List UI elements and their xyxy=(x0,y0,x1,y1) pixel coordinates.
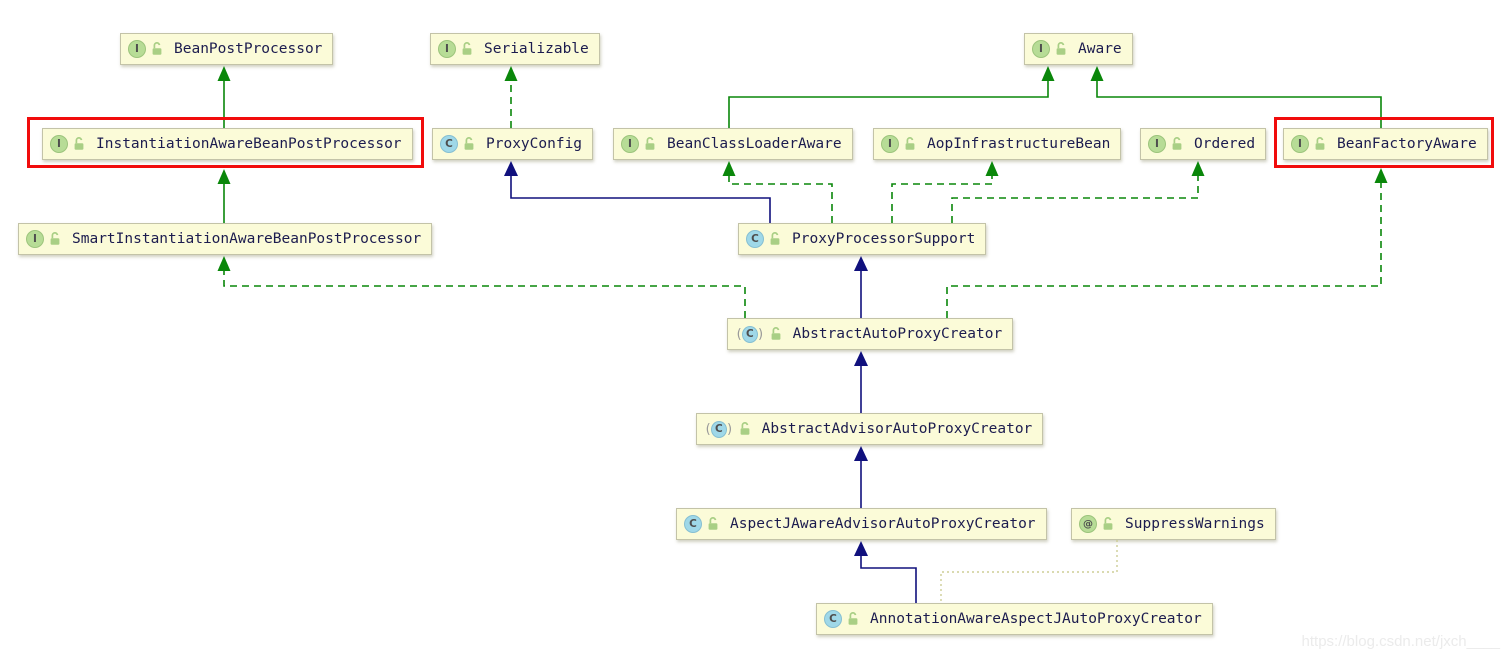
class-name-label: BeanFactoryAware xyxy=(1337,136,1477,152)
class-node-smart-instantiation-aware-bean-post-processor[interactable]: I SmartInstantiationAwareBeanPostProcess… xyxy=(18,223,433,255)
class-node-serializable[interactable]: I Serializable xyxy=(430,33,600,65)
class-node-bean-post-processor[interactable]: I BeanPostProcessor xyxy=(120,33,334,65)
class-node-abstract-advisor-auto-proxy-creator[interactable]: C AbstractAdvisorAutoProxyCreator xyxy=(696,413,1044,445)
class-name-label: AbstractAdvisorAutoProxyCreator xyxy=(761,421,1033,437)
class-node-proxy-config[interactable]: C ProxyConfig xyxy=(432,128,594,160)
interface-icon: I xyxy=(1148,135,1166,153)
class-name-label: AbstractAutoProxyCreator xyxy=(792,326,1003,342)
class-node-annotation-aware-aspectj-auto-proxy-creator[interactable]: C AnnotationAwareAspectJAutoProxyCreator xyxy=(816,603,1213,635)
visibility-lock-icon xyxy=(151,42,163,56)
class-name-label: ProxyProcessorSupport xyxy=(792,231,976,247)
class-name-label: Ordered xyxy=(1194,136,1256,152)
visibility-lock-icon xyxy=(463,137,475,151)
annotation-node-suppress-warnings[interactable]: @ SuppressWarnings xyxy=(1071,508,1276,540)
visibility-lock-icon xyxy=(644,137,656,151)
visibility-lock-icon xyxy=(1171,137,1183,151)
interface-icon: I xyxy=(438,40,456,58)
visibility-lock-icon xyxy=(1314,137,1326,151)
class-icon: C xyxy=(824,610,842,628)
class-node-bean-class-loader-aware[interactable]: I BeanClassLoaderAware xyxy=(613,128,853,160)
class-icon: C xyxy=(746,230,764,248)
visibility-lock-icon xyxy=(904,137,916,151)
interface-icon: I xyxy=(50,135,68,153)
class-name-label: InstantiationAwareBeanPostProcessor xyxy=(96,136,402,152)
class-name-label: AnnotationAwareAspectJAutoProxyCreator xyxy=(870,611,1202,627)
visibility-lock-icon xyxy=(707,517,719,531)
class-node-bean-factory-aware[interactable]: I BeanFactoryAware xyxy=(1283,128,1488,160)
class-name-label: AopInfrastructureBean xyxy=(927,136,1111,152)
visibility-lock-icon xyxy=(73,137,85,151)
class-node-aspectj-aware-advisor-auto-proxy-creator[interactable]: C AspectJAwareAdvisorAutoProxyCreator xyxy=(676,508,1047,540)
visibility-lock-icon xyxy=(770,327,782,341)
visibility-lock-icon xyxy=(847,612,859,626)
class-node-ordered[interactable]: I Ordered xyxy=(1140,128,1267,160)
visibility-lock-icon xyxy=(49,232,61,246)
class-node-aware[interactable]: I Aware xyxy=(1024,33,1133,65)
class-name-label: BeanClassLoaderAware xyxy=(667,136,842,152)
visibility-lock-icon xyxy=(769,232,781,246)
class-name-label: ProxyConfig xyxy=(486,136,583,152)
visibility-lock-icon xyxy=(739,422,751,436)
class-node-instantiation-aware-bean-post-processor[interactable]: I InstantiationAwareBeanPostProcessor xyxy=(42,128,413,160)
interface-icon: I xyxy=(128,40,146,58)
class-node-aop-infrastructure-bean[interactable]: I AopInfrastructureBean xyxy=(873,128,1122,160)
class-icon: C xyxy=(684,515,702,533)
interface-icon: I xyxy=(1291,135,1309,153)
interface-icon: I xyxy=(621,135,639,153)
visibility-lock-icon xyxy=(461,42,473,56)
class-icon: C xyxy=(440,135,458,153)
interface-icon: I xyxy=(1032,40,1050,58)
class-name-label: Aware xyxy=(1078,41,1122,57)
visibility-lock-icon xyxy=(1055,42,1067,56)
class-name-label: SuppressWarnings xyxy=(1125,516,1265,532)
class-node-abstract-auto-proxy-creator[interactable]: C AbstractAutoProxyCreator xyxy=(727,318,1014,350)
class-name-label: AspectJAwareAdvisorAutoProxyCreator xyxy=(730,516,1036,532)
interface-icon: I xyxy=(26,230,44,248)
class-name-label: Serializable xyxy=(484,41,589,57)
watermark-text: https://blog.csdn.net/jxch____ xyxy=(1301,633,1500,650)
interface-icon: I xyxy=(881,135,899,153)
visibility-lock-icon xyxy=(1102,517,1114,531)
abstract-class-icon: C xyxy=(735,325,765,343)
class-name-label: BeanPostProcessor xyxy=(174,41,323,57)
annotation-icon: @ xyxy=(1079,515,1097,533)
class-name-label: SmartInstantiationAwareBeanPostProcessor xyxy=(72,231,422,247)
class-node-proxy-processor-support[interactable]: C ProxyProcessorSupport xyxy=(738,223,987,255)
abstract-class-icon: C xyxy=(704,420,734,438)
